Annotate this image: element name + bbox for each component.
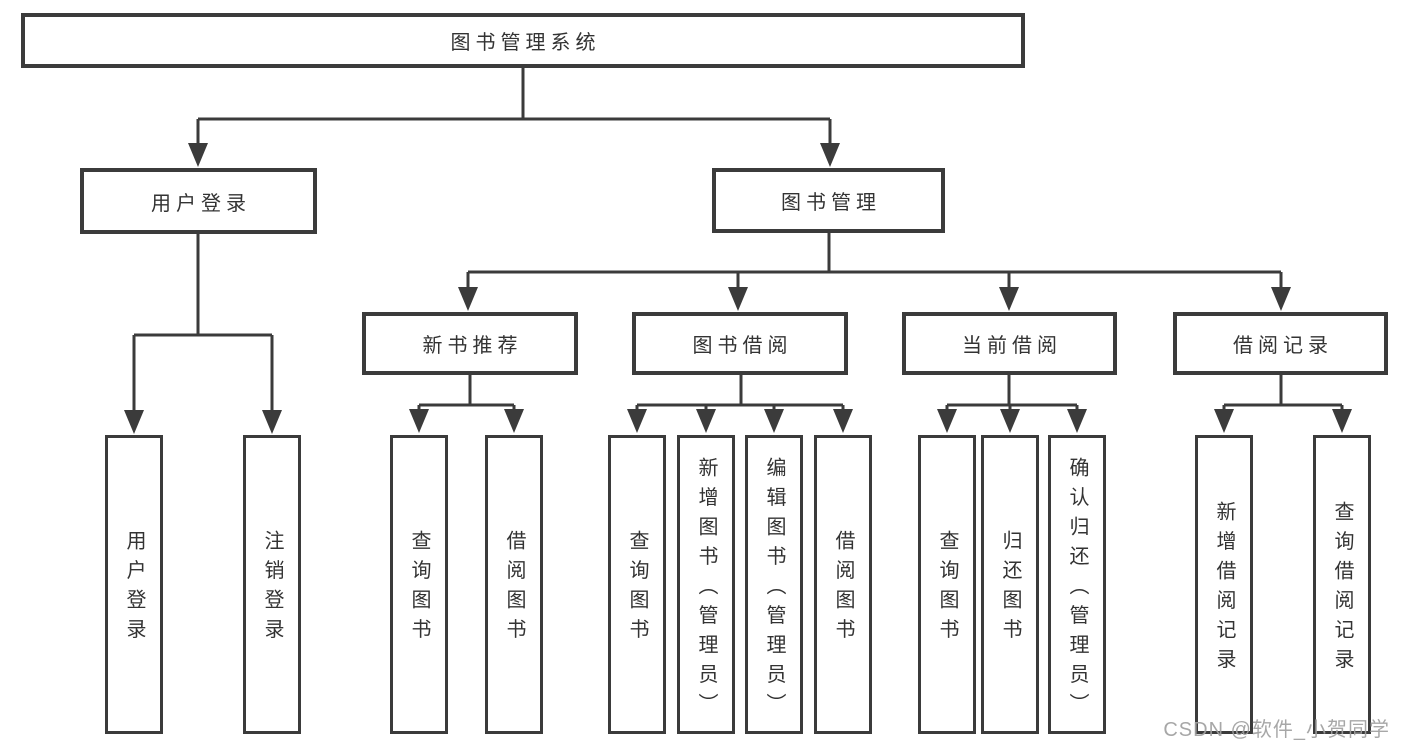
node-leaf-logout: 注销登录 xyxy=(243,435,301,734)
node-leaf-query-books-3: 查询图书 xyxy=(918,435,976,734)
node-leaf-add-borrow-record-label: 新增借阅记录 xyxy=(1213,500,1235,678)
node-leaf-edit-book-admin: 编辑图书（管理员） xyxy=(745,435,803,734)
connector-user-login-to-leaves xyxy=(132,234,274,414)
node-library-system-root: 图书管理系统 xyxy=(21,13,1025,68)
node-borrowing-records-label: 借阅记录 xyxy=(1233,335,1333,357)
node-user-login-label: 用户登录 xyxy=(151,192,251,215)
node-leaf-logout-label: 注销登录 xyxy=(261,530,283,649)
node-book-management-label: 图书管理 xyxy=(781,192,881,214)
node-leaf-user-login: 用户登录 xyxy=(105,435,163,734)
node-leaf-query-books-3-label: 查询图书 xyxy=(936,530,958,649)
node-new-book-recommend-label: 新书推荐 xyxy=(422,335,523,357)
node-leaf-add-borrow-record: 新增借阅记录 xyxy=(1195,435,1253,734)
node-current-borrowing: 当前借阅 xyxy=(902,312,1117,375)
node-leaf-add-book-admin: 新增图书（管理员） xyxy=(677,435,735,734)
csdn-watermark: CSDN @软件_小贺同学 xyxy=(1163,719,1390,741)
node-leaf-query-books-2-label: 查询图书 xyxy=(626,530,648,649)
connector-new-book-to-leaves xyxy=(417,375,516,415)
node-book-management: 图书管理 xyxy=(712,168,945,233)
node-library-system-root-label: 图书管理系统 xyxy=(450,32,601,54)
node-leaf-query-borrow-record-label: 查询借阅记录 xyxy=(1331,500,1353,678)
node-leaf-borrow-books-2-label: 借阅图书 xyxy=(832,530,854,649)
node-book-borrowing: 图书借阅 xyxy=(632,312,848,375)
node-user-login: 用户登录 xyxy=(80,168,317,234)
connector-book-borrow-to-leaves xyxy=(635,375,845,415)
connector-root-to-level2 xyxy=(196,68,832,147)
node-leaf-edit-book-admin-label: 编辑图书（管理员） xyxy=(763,456,785,723)
node-leaf-confirm-return-admin: 确认归还（管理员） xyxy=(1048,435,1106,734)
node-leaf-confirm-return-admin-label: 确认归还（管理员） xyxy=(1066,456,1088,723)
node-current-borrowing-label: 当前借阅 xyxy=(962,335,1062,357)
node-leaf-query-borrow-record: 查询借阅记录 xyxy=(1313,435,1371,734)
connector-borrow-record-to-leaves xyxy=(1222,375,1344,415)
node-borrowing-records: 借阅记录 xyxy=(1173,312,1388,375)
node-leaf-borrow-books-1-label: 借阅图书 xyxy=(503,530,525,649)
connector-book-mgmt-to-level3 xyxy=(466,233,1283,291)
node-leaf-return-books: 归还图书 xyxy=(981,435,1039,734)
node-leaf-query-books-1-label: 查询图书 xyxy=(408,530,430,649)
node-new-book-recommend: 新书推荐 xyxy=(362,312,578,375)
node-leaf-borrow-books-1: 借阅图书 xyxy=(485,435,543,734)
node-leaf-borrow-books-2: 借阅图书 xyxy=(814,435,872,734)
node-book-borrowing-label: 图书借阅 xyxy=(692,335,793,357)
node-leaf-add-book-admin-label: 新增图书（管理员） xyxy=(695,456,717,723)
node-leaf-query-books-1: 查询图书 xyxy=(390,435,448,734)
node-leaf-user-login-label: 用户登录 xyxy=(123,530,145,649)
node-leaf-return-books-label: 归还图书 xyxy=(999,530,1021,649)
node-leaf-query-books-2: 查询图书 xyxy=(608,435,666,734)
